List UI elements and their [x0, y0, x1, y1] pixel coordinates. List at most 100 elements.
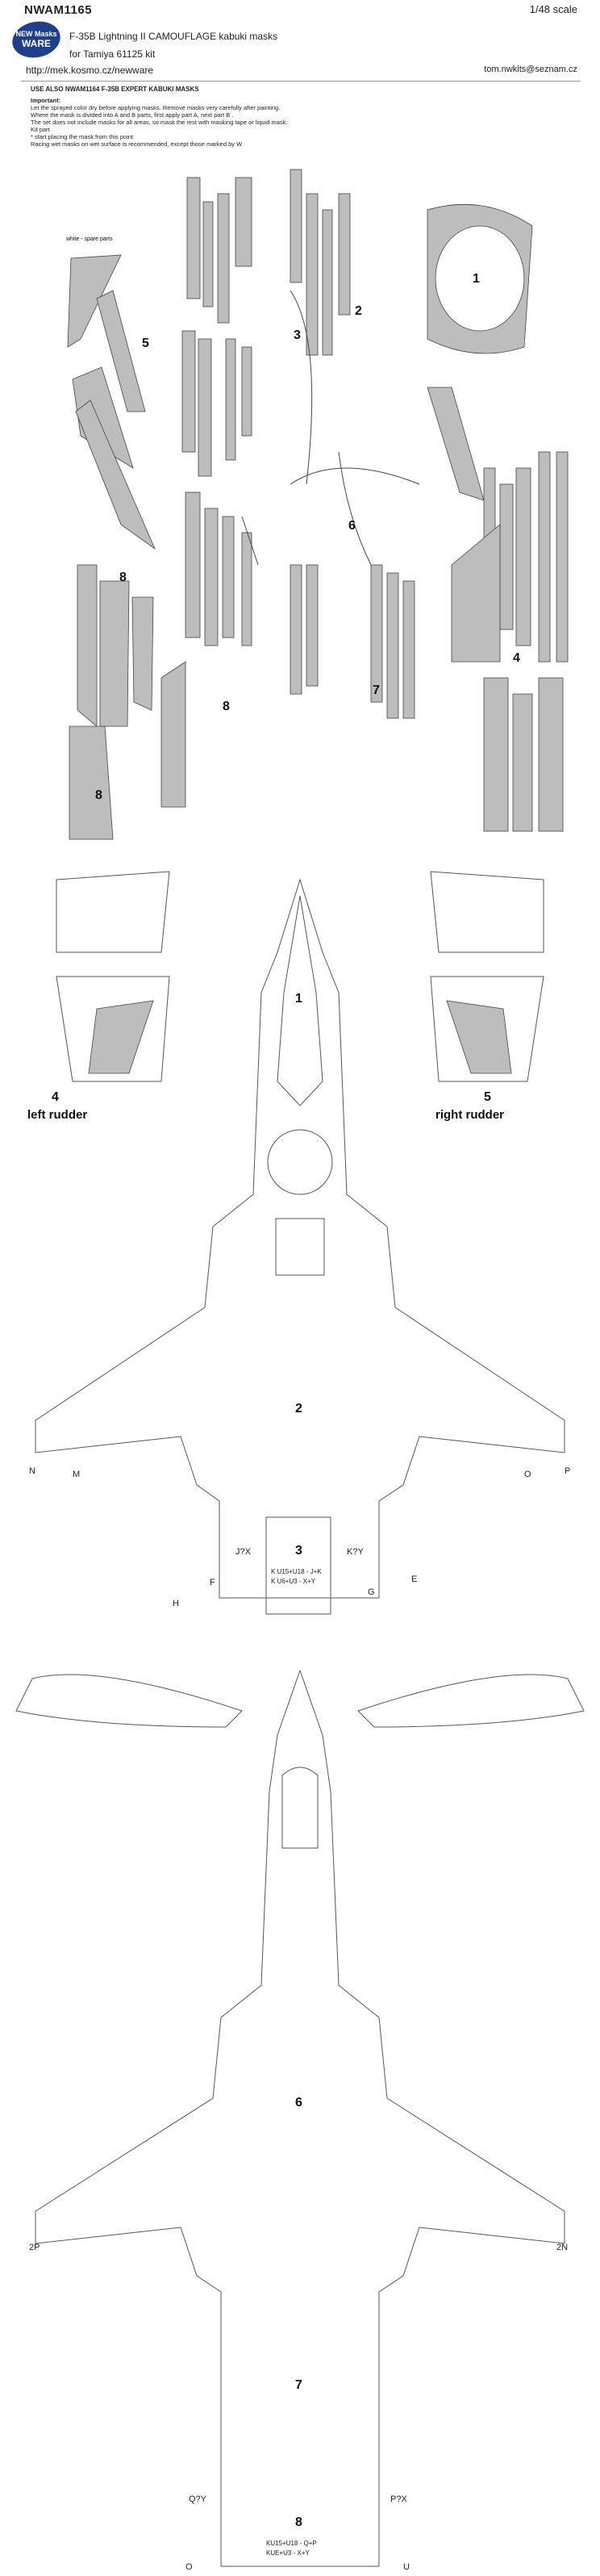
edge-label: O: [524, 1470, 531, 1479]
formula-line: K U6+U3 - X+Y: [271, 1578, 316, 1585]
edge-label: U: [403, 2562, 410, 2572]
canopy-cutout: [435, 225, 525, 332]
mask-number: 8: [223, 700, 230, 713]
mask-shape: [538, 677, 564, 832]
mask-number: 7: [373, 684, 380, 697]
scale-label: 1/48 scale: [529, 3, 577, 15]
bottom-view-outline: [35, 1669, 565, 2567]
mask-shape: [306, 564, 319, 687]
mask-shape: [198, 338, 212, 477]
product-code: NWAM1165: [24, 3, 93, 17]
mask-shape: [290, 169, 302, 283]
mask-shape: [322, 209, 333, 356]
mask-shape: [386, 572, 399, 719]
edge-label: 2N: [556, 2243, 568, 2252]
mask-number: 8: [119, 571, 127, 584]
zigzag-strip: [290, 290, 313, 485]
right-rudder-lower: [430, 976, 544, 1082]
instruction-line: Where the mask is divided into A and B p…: [31, 111, 234, 119]
instruction-line: * start placing the mask from this point: [31, 133, 134, 140]
arc-strip: [290, 467, 420, 485]
instruction-line: Let the sprayed color dry before applyin…: [31, 104, 281, 111]
rudder-number: 5: [484, 1090, 491, 1104]
arc-strip: [241, 516, 259, 566]
bottom-view-number: 8: [295, 2515, 302, 2529]
mask-shape: [160, 661, 186, 808]
left-rudder-label: left rudder: [27, 1108, 87, 1122]
zigzag-strip: [338, 451, 372, 566]
mask-number: 8: [95, 788, 102, 802]
mask-number: 5: [142, 337, 149, 350]
email-contact[interactable]: tom.nwkits@seznam.cz: [484, 65, 577, 74]
edge-label: 2P: [29, 2243, 40, 2252]
mask-shape: [77, 564, 98, 727]
mask-shape: [99, 580, 130, 727]
edge-label: P?X: [390, 2494, 407, 2504]
bottom-bay: [281, 1767, 319, 1849]
white-spare-label: white - spare parts: [65, 236, 113, 242]
instructions-heading: Important:: [31, 97, 61, 104]
mask-shape: [499, 483, 514, 630]
top-view-number: 3: [295, 1544, 302, 1558]
top-view-number: 1: [295, 992, 302, 1006]
edge-label: H: [173, 1599, 179, 1608]
nozzle-outline: [265, 1516, 331, 1615]
mask-shape: [67, 254, 122, 348]
header-divider: [21, 81, 581, 82]
right-side-view: [357, 1674, 585, 1728]
mask-shape: [204, 508, 219, 646]
mask-shape: [217, 193, 230, 324]
top-view-number: 2: [295, 1402, 302, 1416]
mask-shape: [185, 491, 201, 638]
edge-label: K?Y: [347, 1547, 364, 1557]
mask-shape: [515, 467, 531, 646]
edge-label: E: [411, 1574, 417, 1584]
mask-shape: [235, 177, 252, 267]
canopy-outline: [277, 895, 323, 1106]
placement-diagrams: 1 2 3 4 left rudder 5 right rudder 6 7 8…: [15, 871, 585, 2572]
mask-shape: [181, 330, 196, 453]
instructions: Important: Let the sprayed color dry bef…: [31, 97, 353, 148]
see-also-note: USE ALSO NWAM1164 F-35B EXPERT KABUKI MA…: [31, 86, 199, 93]
website-link[interactable]: http://mek.kosmo.cz/newware: [26, 65, 154, 76]
mask-sheet: white - spare parts: [65, 169, 569, 840]
left-side-view: [15, 1674, 243, 1728]
hatch-outline: [275, 1218, 325, 1276]
mask-shape: [483, 677, 509, 832]
right-rudder-mask: [446, 1000, 512, 1074]
mask-shape: [451, 524, 501, 663]
edge-label: G: [368, 1587, 375, 1597]
mask-shape: [75, 399, 156, 550]
mask-shape: [225, 338, 236, 461]
edge-label: O: [185, 2562, 193, 2572]
mask-number: 3: [294, 328, 301, 342]
product-description: F-35B Lightning II CAMOUFLAGE kabuki mas…: [69, 27, 277, 63]
rudder-number: 4: [52, 1090, 59, 1104]
mask-shape: [131, 596, 154, 711]
edge-label: Q?Y: [189, 2494, 207, 2504]
edge-label: N: [29, 1466, 35, 1476]
mask-shape: [69, 726, 114, 840]
top-view-outline: [35, 878, 565, 1599]
bottom-view-number: 6: [295, 2096, 302, 2110]
mask-number: 4: [513, 651, 520, 665]
edge-label: P: [565, 1466, 570, 1476]
instruction-line: Kit part: [31, 126, 50, 133]
mask-shape: [512, 693, 533, 832]
logo-line-1: NEW Masks: [15, 30, 56, 38]
formula-line: K U15+U18 - J+K: [271, 1568, 322, 1575]
mask-shape: [338, 193, 351, 316]
instruction-line: The set does not include masks for all a…: [31, 119, 288, 126]
mask-number: 6: [348, 519, 356, 533]
mask-shape: [402, 580, 415, 719]
edge-label: J?X: [235, 1547, 252, 1557]
right-rudder-label: right rudder: [435, 1108, 504, 1122]
product-title: F-35B Lightning II CAMOUFLAGE kabuki mas…: [69, 31, 278, 42]
formula-line: KU15+U18 - Q+P: [266, 2540, 317, 2547]
mask-shape: [241, 532, 252, 646]
mask-shape: [222, 516, 235, 638]
instruction-line: Racing wet masks on wet surface is recom…: [31, 140, 243, 148]
mask-shape: [96, 290, 146, 412]
intake-circle: [267, 1129, 333, 1195]
kit-name: for Tamiya 61125 kit: [69, 48, 156, 60]
